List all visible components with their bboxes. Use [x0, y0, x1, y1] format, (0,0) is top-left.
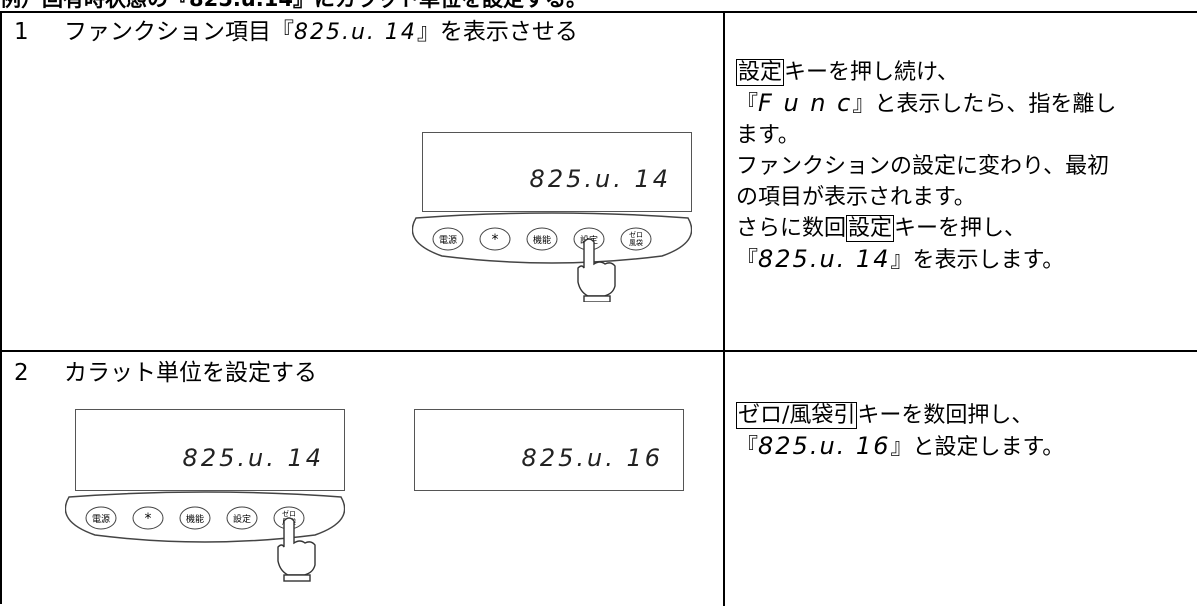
svg-text:機能: 機能 — [186, 513, 204, 525]
svg-text:風袋: 風袋 — [629, 238, 643, 247]
step-2-display-before-value: 825.u. 14 — [182, 444, 324, 472]
step-1-display-value: 825.u. 14 — [529, 165, 671, 193]
star-key[interactable]: * — [132, 506, 164, 530]
power-key[interactable]: 電源 — [85, 506, 117, 530]
function-key[interactable]: 機能 — [179, 506, 211, 530]
step-1-desc-line-2: 『F u n c』と表示したら、指を離し — [736, 89, 1117, 117]
step-2-display-after-value: 825.u. 16 — [521, 444, 663, 472]
setting-key[interactable]: 設定 — [226, 506, 258, 530]
step-1-desc-line-1: 設定キーを押し続け、 — [736, 59, 959, 86]
svg-text:*: * — [492, 232, 499, 248]
step-1-title-pre: ファンクション項目『 — [64, 19, 294, 45]
svg-text:ゼロ: ゼロ — [629, 230, 643, 239]
power-key[interactable]: 電源 — [432, 227, 464, 251]
setting-key-label: 設定 — [736, 59, 785, 86]
svg-text:電源: 電源 — [439, 235, 457, 246]
step-1-desc-line-5: の項目が表示されます。 — [736, 185, 976, 210]
display-code: 825.u. 14 — [758, 245, 891, 273]
row-divider — [2, 350, 1197, 352]
step-2-title-text: カラット単位を設定する — [64, 360, 317, 386]
step-1-desc-line-4: ファンクションの設定に変わり、最初 — [736, 154, 1110, 179]
step-1-desc-line-7: 『825.u. 14』を表示します。 — [736, 245, 1065, 273]
step-1-title-code: 825.u. 14 — [294, 20, 417, 45]
display-code: 825.u. 16 — [758, 432, 891, 460]
step-2-desc-line-1: ゼロ/風袋引キーを数回押し、 — [736, 402, 1034, 429]
step-2-number: 2 — [14, 360, 29, 386]
step-1-title: 1 ファンクション項目『825.u. 14』を表示させる — [14, 17, 578, 48]
svg-text:ゼロ: ゼロ — [282, 509, 296, 518]
example-heading: 例）回有時状態の『825.u.14』にカラット単位を設定する。 — [0, 0, 1197, 10]
step-2-title: 2 カラット単位を設定する — [14, 358, 317, 388]
step-1-desc-line-6: さらに数回設定キーを押し、 — [736, 215, 1027, 242]
svg-text:設定: 設定 — [233, 513, 251, 525]
pointing-hand-icon — [277, 517, 316, 582]
svg-text:電源: 電源 — [92, 514, 110, 525]
column-divider — [723, 13, 725, 606]
func-code: F u n c — [758, 89, 853, 117]
pointing-hand-icon — [577, 238, 616, 302]
setting-key-label: 設定 — [846, 215, 895, 242]
step-2-description: ゼロ/風袋引キーを数回押し、 『825.u. 16』と設定します。 — [736, 400, 1196, 463]
svg-text:*: * — [145, 511, 152, 527]
step-1-desc-line-3: ます。 — [736, 123, 800, 148]
function-key[interactable]: 機能 — [526, 227, 558, 251]
step-1-description: 設定キーを押し続け、 『F u n c』と表示したら、指を離し ます。 ファンク… — [736, 57, 1196, 276]
step-2-display-before: 825.u. 14 — [75, 409, 345, 491]
svg-text:機能: 機能 — [533, 234, 551, 246]
zero-tare-key-label: ゼロ/風袋引 — [736, 402, 858, 429]
step-2-desc-line-2: 『825.u. 16』と設定します。 — [736, 432, 1065, 460]
step-1-title-post: 』を表示させる — [416, 19, 578, 45]
step-1-display: 825.u. 14 — [422, 132, 692, 212]
step-2-display-after: 825.u. 16 — [414, 409, 684, 491]
star-key[interactable]: * — [479, 227, 511, 251]
step-1-number: 1 — [14, 19, 29, 45]
